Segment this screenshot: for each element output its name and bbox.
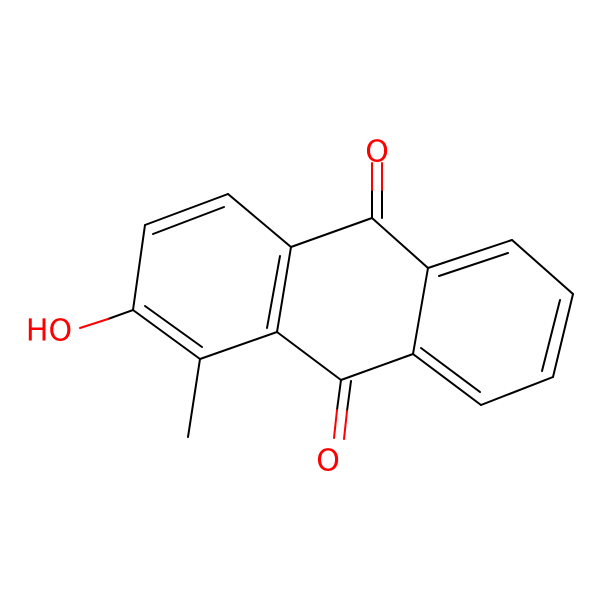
bond <box>132 224 146 311</box>
bond <box>511 239 574 295</box>
left-benzene-ring <box>132 193 292 360</box>
bond <box>266 255 281 329</box>
bond <box>420 347 481 393</box>
bond <box>144 305 203 348</box>
bond <box>290 217 373 248</box>
bond <box>552 293 574 378</box>
bond <box>144 193 229 226</box>
bond <box>132 309 201 360</box>
bond <box>371 217 429 269</box>
bond <box>480 376 554 406</box>
bond <box>343 410 348 440</box>
bond <box>541 299 561 372</box>
bond <box>333 409 338 439</box>
bond <box>199 331 278 360</box>
bond <box>438 252 509 277</box>
bottom-carbonyl <box>333 379 352 440</box>
oxygen-label-bottom: O <box>316 444 340 479</box>
bond <box>276 246 292 333</box>
top-carbonyl <box>371 162 383 219</box>
hydroxyl-label: HO <box>26 314 72 349</box>
central-quinone-ring <box>276 217 429 381</box>
bond <box>227 193 292 248</box>
bond <box>412 353 482 406</box>
methyl-bond <box>187 358 201 438</box>
hydroxyl-bond <box>107 309 134 320</box>
bond <box>152 206 225 235</box>
oxygen-label-top: O <box>365 135 389 170</box>
bond <box>427 239 513 269</box>
bond <box>340 353 414 381</box>
bond <box>336 379 342 411</box>
bond <box>412 267 429 355</box>
bond <box>346 380 352 412</box>
bond <box>276 331 342 381</box>
right-benzene-ring <box>412 239 574 406</box>
hydroxyl-bond <box>79 318 109 329</box>
